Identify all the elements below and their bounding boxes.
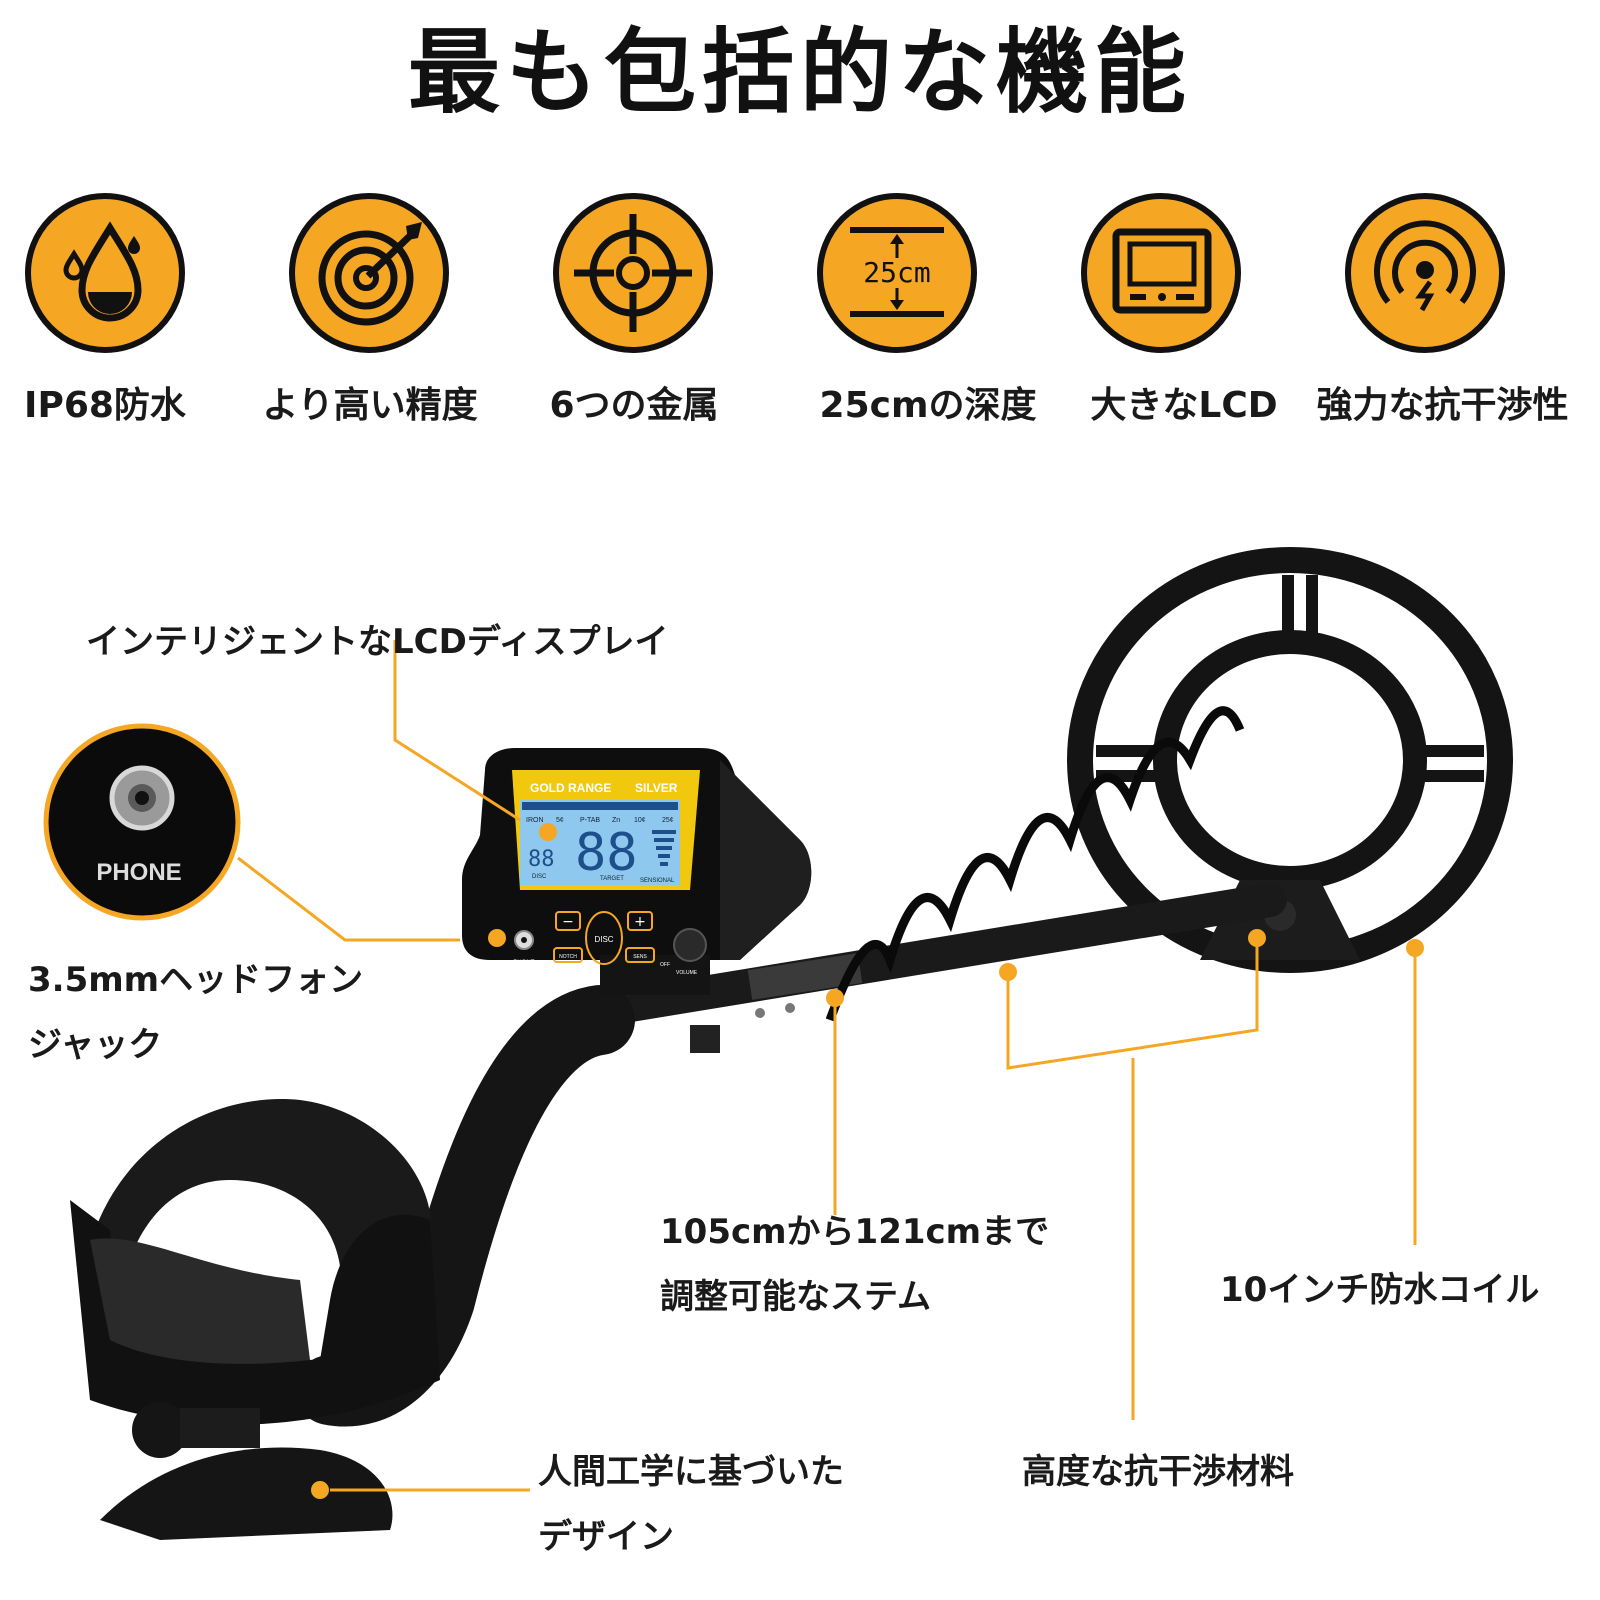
callout-ergonomic-design: 人間工学に基づいた デザイン [538, 1440, 844, 1569]
volume-label: VOLUME [676, 970, 698, 976]
notch-button-label: NOTCH [559, 954, 577, 960]
sensitivity-bars [652, 830, 676, 866]
callout-stem-line2: 調整可能なステム [660, 1276, 931, 1317]
brand-left: GOLD RANGE [530, 781, 611, 795]
callout-adjustable-stem: 105cmから121cmまで 調整可能なステム [660, 1200, 1049, 1329]
control-box: GOLD RANGE SILVER IRON 5¢ P-TAB Zn 10¢ 2… [462, 748, 812, 995]
callout-material-text: 高度な抗干渉材料 [1022, 1452, 1294, 1492]
brand-right: SILVER [635, 781, 678, 795]
callout-design-line2: デザイン [538, 1516, 674, 1557]
disc-button-label: DISC [594, 935, 613, 944]
display-small-digits: 88 [528, 847, 555, 872]
page-title: 最も包括的な機能 [407, 19, 1192, 126]
sens-button-label: SENS [633, 954, 647, 960]
scale-label-25c: 25¢ [662, 817, 674, 824]
callout-stem-line1: 105cmから121cmまで [660, 1212, 1050, 1252]
scale-label-5c: 5¢ [556, 817, 564, 824]
minus-button[interactable] [555, 911, 581, 931]
sens-indicator: SENSIONAL [640, 878, 675, 884]
feature-label-accuracy: より高い精度 [262, 385, 478, 426]
callout-lcd-text: インテリジェントなLCDディスプレイ [86, 622, 669, 662]
target-indicator: TARGET [600, 876, 624, 882]
callout-design-line1: 人間工学に基づいた [538, 1452, 844, 1492]
shaft [583, 706, 1287, 1053]
phone-port-label: PHONE [513, 960, 534, 966]
signal-icon [1345, 193, 1505, 353]
scale-label-iron: IRON [526, 817, 544, 824]
sens-button[interactable] [625, 947, 655, 963]
callout-waterproof-coil: 10インチ防水コイル [1220, 1258, 1539, 1323]
notch-button[interactable] [553, 947, 583, 963]
callout-jack-line1: 3.5mmヘッドフォン [28, 960, 364, 1000]
display-big-digits: 88 [575, 823, 638, 883]
callout-coil-text: 10インチ防水コイル [1220, 1270, 1540, 1310]
depth-icon: 25cm [817, 193, 977, 353]
feature-label-lcd: 大きなLCD [1090, 385, 1278, 426]
feature-label-metals: 6つの金属 [549, 385, 719, 426]
lcd-screen-icon [1081, 193, 1241, 353]
scale-label-zn: Zn [612, 817, 620, 824]
plus-button-label: + [634, 914, 646, 930]
callout-lines [237, 640, 1417, 1492]
volume-knob[interactable] [673, 928, 707, 962]
feature-label-waterproof: IP68防水 [24, 385, 186, 426]
scale-labels: IRON 5¢ P-TAB Zn 10¢ 25¢ [522, 802, 678, 824]
callout-dots [311, 823, 1424, 1499]
scale-label-10c: 10¢ [634, 817, 646, 824]
minus-button-label: − [562, 914, 574, 930]
feature-label-interference: 強力な抗干渉性 [1316, 385, 1569, 426]
disc-indicator: DISC [532, 874, 547, 880]
callout-headphone-jack: 3.5mmヘッドフォン ジャック [28, 948, 363, 1077]
callout-jack-line2: ジャック [28, 1024, 163, 1065]
arm-rest [70, 985, 635, 1540]
crosshair-icon [553, 193, 713, 353]
feature-label-depth: 25cmの深度 [819, 385, 1037, 426]
lcd-screen [520, 800, 680, 885]
disc-button[interactable] [585, 911, 623, 965]
callout-interference-material: 高度な抗干渉材料 [1022, 1440, 1294, 1505]
water-drop-icon [25, 193, 185, 353]
depth-badge: 25cm [863, 256, 930, 289]
callout-lcd-display: インテリジェントなLCDディスプレイ [86, 610, 668, 675]
phone-jack-inset: PHONE [43, 723, 241, 921]
plus-button[interactable] [627, 911, 653, 931]
scale-label-ptab: P-TAB [580, 817, 600, 824]
target-arrow-icon [289, 193, 449, 353]
off-label: OFF [660, 962, 670, 968]
phone-inset-label: PHONE [96, 859, 181, 886]
